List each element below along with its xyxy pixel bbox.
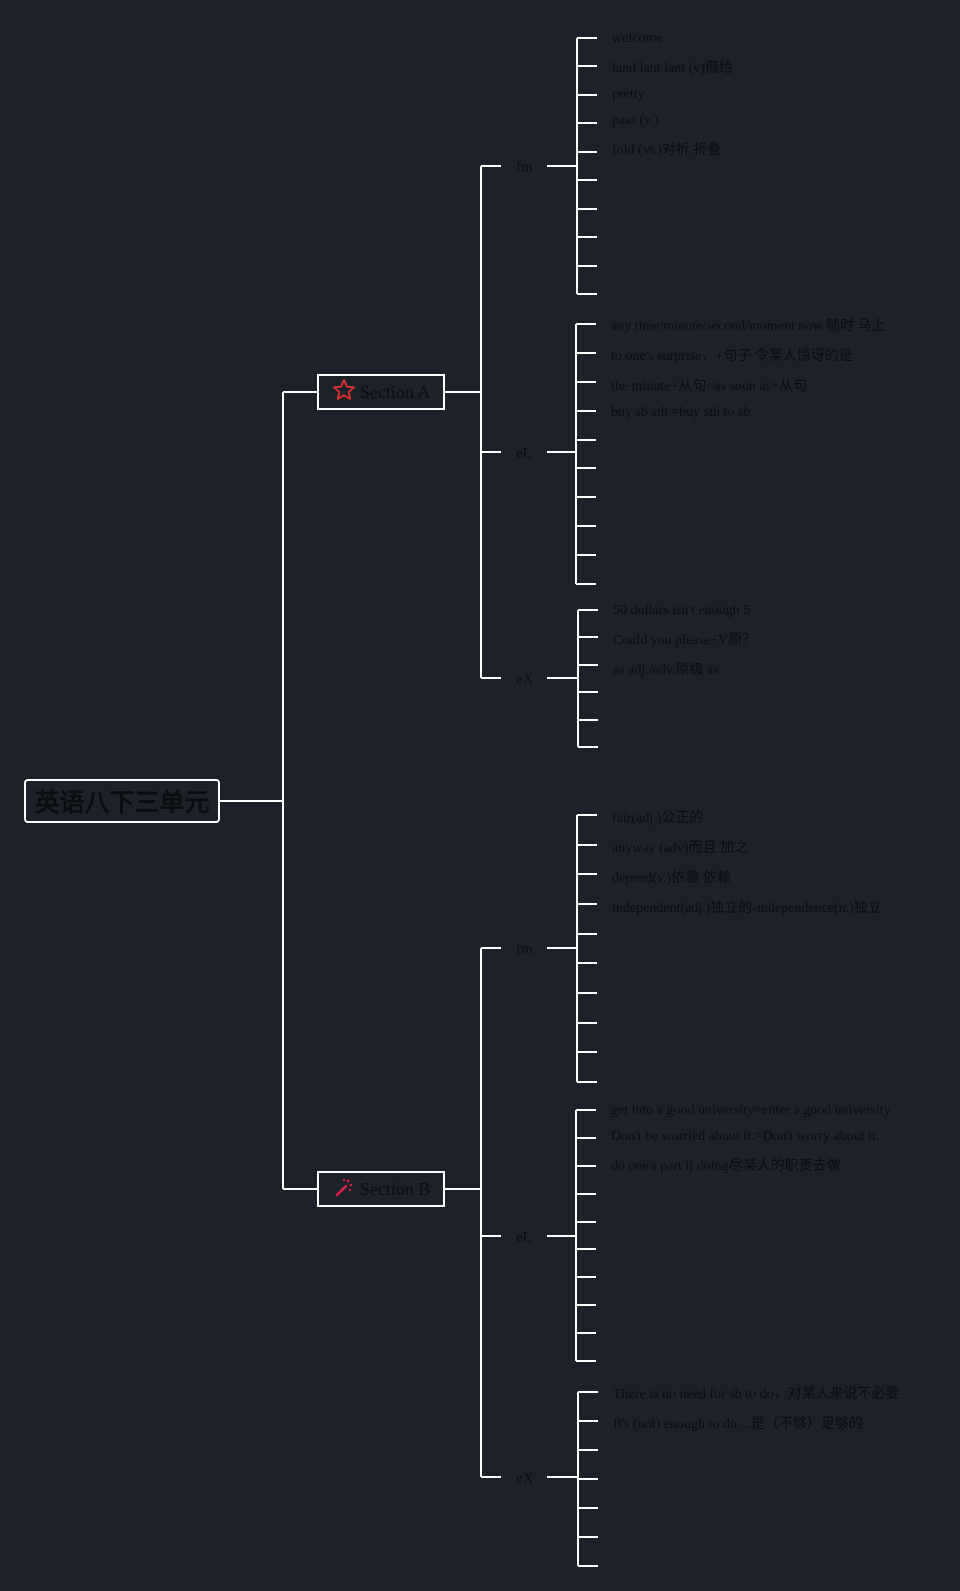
leaf-item[interactable]: pass (v.): [612, 113, 659, 128]
leaf-item[interactable]: depend(v.)依靠 依赖: [612, 871, 731, 886]
leaf-item[interactable]: land lant lant (v)借给: [612, 61, 733, 76]
leaf-item[interactable]: anyway (adv)而且 加之: [612, 841, 749, 856]
leaf-item[interactable]: Don't be worried about it.=Don't worry a…: [611, 1129, 880, 1144]
section-b-node[interactable]: Section B: [317, 1171, 445, 1207]
leaf-item[interactable]: There is no need for sb to do，对某人来说不必要: [613, 1387, 900, 1402]
leaf-item[interactable]: the minute+从句=as soon as+从句: [611, 379, 807, 394]
group-b-fm[interactable]: fm: [516, 941, 533, 958]
group-a-fm[interactable]: fm: [516, 159, 533, 176]
leaf-item[interactable]: get into a good university=enter a good …: [611, 1103, 891, 1118]
leaf-item[interactable]: pretty: [612, 87, 645, 102]
magic-wand-icon: [332, 1175, 356, 1204]
group-a-el[interactable]: eL: [516, 445, 532, 462]
root-node[interactable]: 英语八下三单元: [24, 779, 220, 823]
leaf-item[interactable]: to one's surprise，+句子 令某人惊讶的是: [611, 349, 853, 364]
leaf-item[interactable]: buy sb sth =buy sth to sb: [611, 405, 751, 420]
leaf-item[interactable]: independent(adj.)独立的-independence(n.)独立: [612, 901, 882, 916]
group-a-ex[interactable]: eX: [516, 671, 534, 688]
star-icon: [332, 378, 356, 407]
group-b-ex[interactable]: eX: [516, 1470, 534, 1487]
leaf-item[interactable]: fair(adj.)公正的: [612, 811, 704, 826]
leaf-item[interactable]: welcome: [612, 31, 663, 46]
leaf-item[interactable]: Could you please+V原？: [613, 633, 757, 648]
leaf-item[interactable]: 50 dollars isn't enough 5: [613, 603, 751, 618]
leaf-item[interactable]: do one's part ij doing尽某人的职责去做: [611, 1159, 841, 1174]
section-a-label: Section A: [359, 381, 431, 402]
section-a-node[interactable]: Section A: [317, 374, 445, 410]
section-b-label: Section B: [359, 1178, 431, 1199]
leaf-item[interactable]: It's (not) enough to do ...是（不够）足够的: [613, 1417, 863, 1432]
group-b-el[interactable]: eL: [516, 1229, 532, 1246]
leaf-item[interactable]: as adj./adv.原级 as: [613, 663, 719, 678]
leaf-item[interactable]: any time/minute/second/moment now 随时 马上: [611, 319, 886, 334]
leaf-item[interactable]: fold (vt.)对折 折叠: [612, 143, 722, 158]
